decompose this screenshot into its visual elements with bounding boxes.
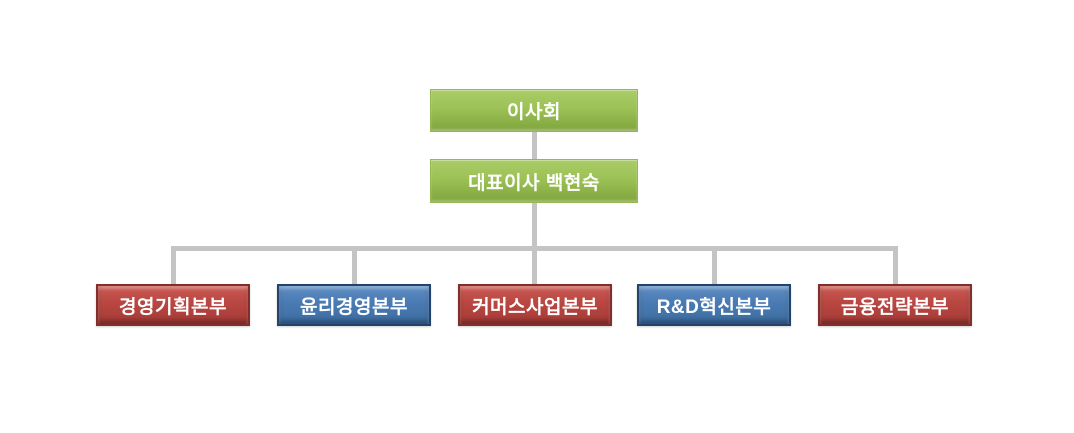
connector-board-to-ceo — [531, 132, 537, 159]
connector-ceo-to-departments — [531, 203, 537, 284]
connector-horizontal-bar — [170, 246, 898, 251]
connector-drop-dept-2 — [351, 246, 357, 284]
connector-drop-dept-5 — [892, 246, 898, 284]
org-node-dept-rnd-innovation: R&D혁신본부 — [637, 284, 791, 326]
org-node-board: 이사회 — [430, 89, 638, 132]
org-node-dept-ethics-management: 윤리경영본부 — [277, 284, 431, 326]
org-node-dept-commerce-business: 커머스사업본부 — [458, 284, 612, 326]
connector-drop-dept-4 — [711, 246, 717, 284]
org-node-dept-management-planning: 경영기획본부 — [96, 284, 250, 326]
org-node-ceo: 대표이사 백현숙 — [430, 159, 638, 203]
org-node-dept-finance-strategy: 금융전략본부 — [818, 284, 972, 326]
connector-drop-dept-1 — [170, 246, 176, 284]
